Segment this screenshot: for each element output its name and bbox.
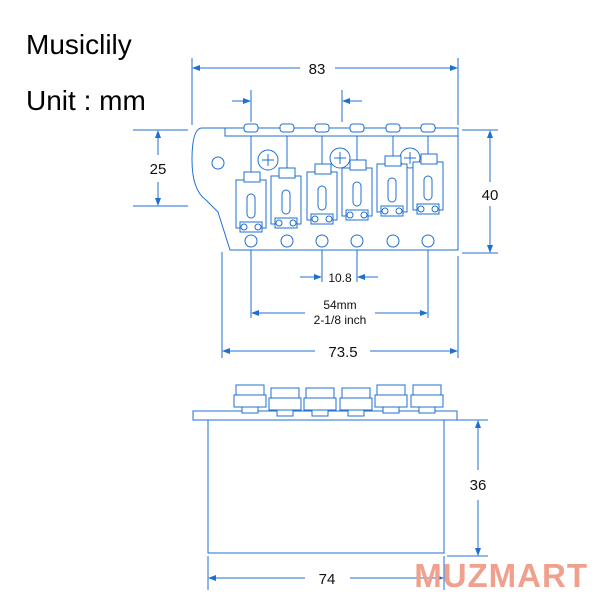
top-view: 83 25 40 (133, 58, 498, 361)
plate-rim (224, 127, 459, 137)
label-string-span-mm: 54mm (323, 298, 356, 312)
label-left-height: 25 (150, 161, 167, 178)
dim-top-width: 83 (191, 58, 459, 125)
dim-block-width: 74 (207, 556, 445, 590)
label-right-height: 40 (482, 187, 499, 204)
tremolo-block (207, 419, 445, 554)
brand-title: Musiclily (26, 29, 132, 60)
label-top-width: 83 (309, 61, 326, 78)
dim-right-height: 40 (462, 129, 499, 254)
string-holes (244, 234, 435, 248)
dim-block-height: 36 (447, 419, 488, 557)
dim-spacing-top (232, 90, 362, 122)
label-string-span-inch: 2-1/8 inch (314, 313, 367, 327)
mount-hole (211, 156, 225, 170)
dim-left-height: 25 (133, 129, 188, 207)
label-block-height: 36 (470, 477, 487, 494)
dim-string-span: 54mm 2-1/8 inch (250, 250, 429, 327)
front-view: 36 74 (192, 384, 488, 590)
intonation-screws (243, 123, 436, 172)
label-string-spacing: 10.8 (328, 271, 352, 285)
base-plate (191, 127, 459, 251)
dim-string-spacing: 10.8 (300, 250, 378, 285)
dim-plate-width: 73.5 (221, 252, 459, 361)
unit-label: Unit : mm (26, 85, 146, 116)
label-block-width: 74 (319, 571, 336, 588)
watermark-logo: MUZMART (414, 557, 588, 594)
label-plate-width: 73.5 (328, 344, 357, 361)
